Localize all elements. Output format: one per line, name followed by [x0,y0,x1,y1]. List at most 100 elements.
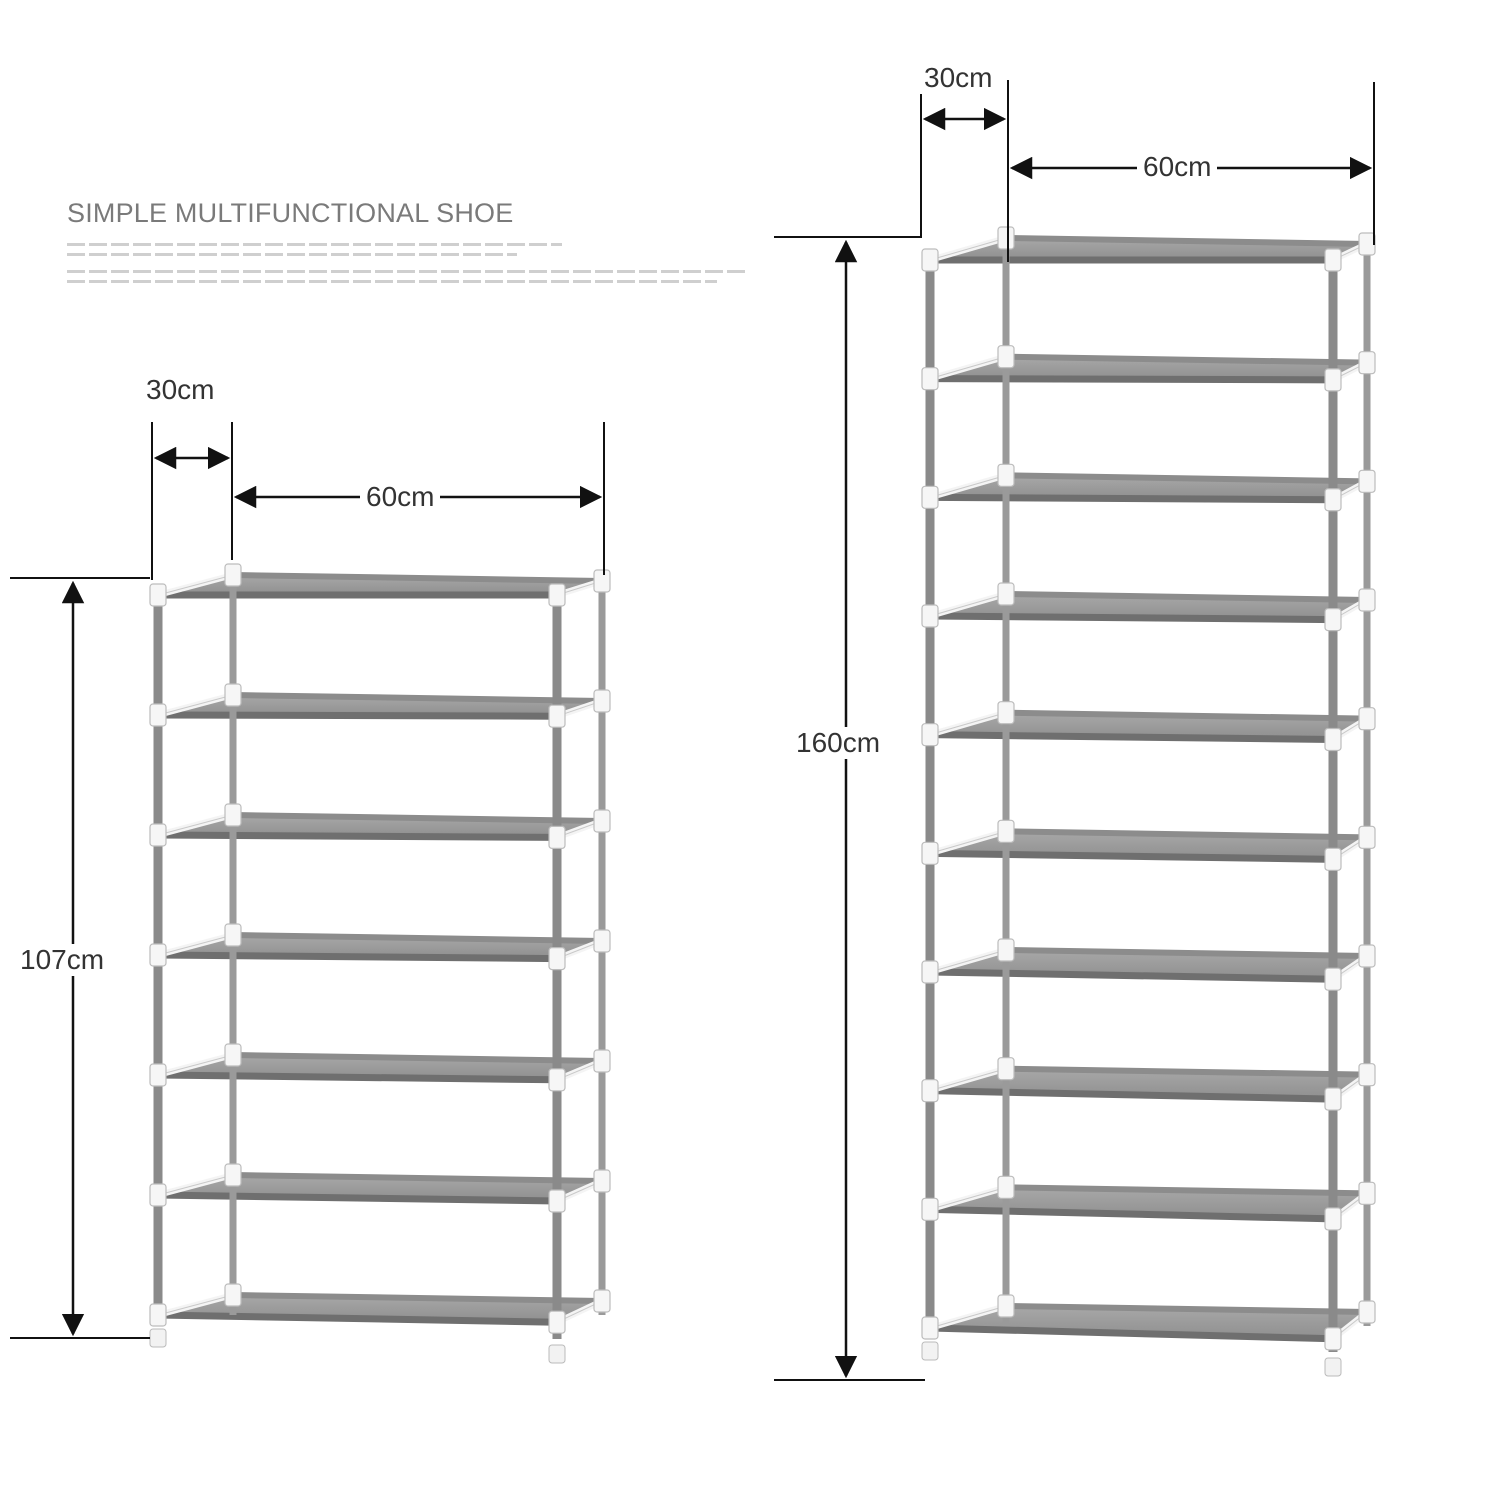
tall-connector [1324,967,1342,991]
tall-connector [921,841,939,865]
fine-print-line-2 [67,253,517,256]
tall-front-rail-7 [926,968,1337,983]
small-front-rail-5 [154,1071,561,1084]
small-front-rail-3 [154,831,561,841]
tall-front-rail-4 [926,612,1337,624]
tall-connector [1324,488,1342,512]
tall-connector [997,1175,1015,1199]
tall-connector [1358,588,1376,612]
tall-back-rail-3 [1005,472,1368,485]
fine-print-line-1 [67,243,562,246]
tall-front-rail-3 [926,493,1337,504]
tall-connector [1358,1181,1376,1205]
tall-front-rail-6 [926,849,1337,863]
small-connector [149,943,167,967]
tall-connector [997,463,1015,487]
small-connector [224,1163,242,1187]
small-connector [548,704,566,728]
small-connector [593,1169,611,1193]
tall-back-rail-9 [1005,1184,1368,1197]
small-back-rail-1 [232,572,603,584]
small-front-rail-6 [154,1191,561,1205]
small-connector [224,923,242,947]
small-connector [149,1183,167,1207]
tall-connector [921,960,939,984]
tall-foot [1324,1357,1342,1377]
small-foot [149,1328,167,1348]
tall-back-rail-2 [1005,353,1368,366]
tall-front-rail-9 [926,1205,1337,1223]
tall-back-rail-5 [1005,709,1368,722]
fine-print-line-4 [67,280,717,283]
heading: SIMPLE MULTIFUNCTIONAL SHOE [67,198,514,228]
tall-connector [921,1197,939,1221]
shoe-rack-10-tier [921,226,1376,1377]
tall-connector [1358,469,1376,493]
tall-connector [997,1057,1015,1081]
tall-connector [921,1316,939,1340]
small-connector [593,1289,611,1313]
tall-connector [1324,368,1342,392]
small-connector [548,1189,566,1213]
tall-connector [1358,1300,1376,1324]
small-connector [224,1043,242,1067]
tall-back-rail-10 [1005,1303,1368,1315]
tall-connector [921,1079,939,1103]
tall-connector [1358,232,1376,256]
tall-connector [921,367,939,391]
tall-connector [997,226,1015,250]
small-back-rail-4 [232,932,603,944]
small-connector [224,563,242,587]
small-connector [548,946,566,971]
tall-connector [1324,248,1342,272]
small-back-rail-7 [232,1292,603,1304]
small-connector [224,803,242,827]
small-connector [548,1068,566,1092]
tall-connector [921,604,939,628]
small-back-rail-5 [232,1052,603,1064]
tall-back-rail-1 [1005,235,1368,247]
tall-connector [921,485,939,509]
tall-connector [997,819,1015,843]
small-front-rail-7 [154,1311,561,1326]
tall-connector [1324,847,1342,871]
small-connector [593,809,611,833]
tall-back-rail-8 [1005,1065,1368,1078]
tall-back-rail-6 [1005,828,1368,841]
small-connector [224,1283,242,1307]
tall-front-rail-5 [926,731,1337,743]
tall-connector [921,723,939,747]
tall-depth-label: 30cm [918,62,999,94]
small-back-rail-6 [232,1172,603,1184]
small-connector [149,583,167,607]
tall-connector [1358,351,1376,375]
shoe-rack-7-tier [149,563,611,1364]
tall-connector [1358,707,1376,731]
tall-front-rail-8 [926,1087,1337,1103]
tall-connector [1358,1063,1376,1087]
tall-front-rail-10 [926,1324,1337,1343]
small-front-rail-4 [154,951,561,963]
tall-front-rail-2 [926,375,1337,384]
small-width-label: 60cm [360,481,441,513]
small-height-label: 107cm [14,944,111,976]
tall-connector [1324,1327,1342,1351]
tall-connector [1324,1207,1342,1231]
tall-connector [997,938,1015,962]
small-front-rail-2 [154,711,561,720]
tall-width-label: 60cm [1137,151,1218,183]
small-connector [548,583,566,607]
small-connector [548,825,566,850]
small-foot [548,1344,566,1364]
small-connector [593,569,611,593]
tall-back-rail-4 [1005,591,1368,603]
tall-connector [1324,727,1342,752]
small-back-rail-2 [232,692,603,704]
small-connector [149,1303,167,1327]
tall-connector [1358,825,1376,849]
tall-back-rail-7 [1005,947,1368,959]
small-connector [149,703,167,727]
small-connector [224,683,242,707]
